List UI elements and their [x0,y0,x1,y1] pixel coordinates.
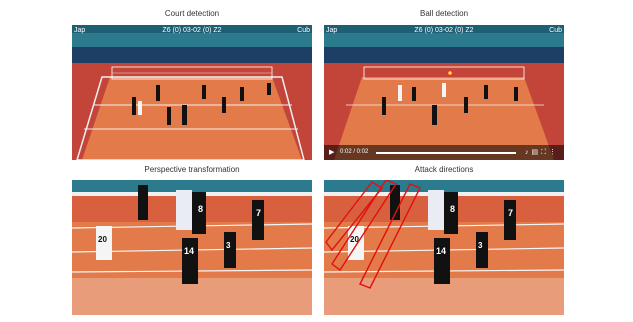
scoreboard-overlay: Jap Z6 (0) 03-02 (0) Z2 Cub [72,26,312,36]
video-controls: ▶ 0:02 / 0:02 ♪▤⛶⋮ [324,145,564,160]
jersey-number: 20 [350,235,359,244]
detected-ball-marker [447,70,453,76]
attack-direction-arrow [331,180,398,272]
jersey-number: 7 [256,208,261,218]
volume-icon[interactable]: ♪ [524,149,532,156]
captions-icon[interactable]: ▤ [531,149,542,156]
video-progress-fill [376,152,516,154]
jersey-number: 8 [198,204,203,214]
frame-perspective-transformation: 8 7 20 14 3 [72,180,312,315]
jersey-number: 7 [508,208,513,218]
frame-ball-detection: Jap Z6 (0) 03-02 (0) Z2 Cub ▶ 0:02 / 0:0… [324,25,564,160]
video-progress-bar[interactable] [376,152,516,154]
jersey-number: 14 [184,246,194,256]
jersey-number: 3 [478,241,483,250]
attack-direction-arrow [359,183,421,289]
scoreboard-overlay: Jap Z6 (0) 03-02 (0) Z2 Cub [324,26,564,36]
caption-perspective-transformation: Perspective transformation [144,165,240,174]
team-left-label: Jap [326,27,338,34]
play-icon[interactable]: ▶ [329,149,335,156]
score-label: Z6 (0) 03-02 (0) Z2 [162,27,222,34]
caption-ball-detection: Ball detection [419,9,469,18]
caption-court-detection: Court detection [164,9,220,18]
jersey-number: 14 [436,246,446,256]
frame-attack-directions: 8 7 20 14 3 [324,180,564,315]
team-right-label: Cub [549,27,562,34]
fullscreen-icon[interactable]: ⛶ [541,149,549,156]
jersey-number: 3 [226,241,231,250]
attack-direction-arrow [325,181,384,252]
court-outline-overlay [76,76,305,160]
video-time: 0:02 / 0:02 [340,149,369,155]
jersey-number: 8 [450,204,455,214]
caption-attack-directions: Attack directions [414,165,474,174]
jersey-number: 20 [98,235,107,244]
score-label: Z6 (0) 03-02 (0) Z2 [414,27,474,34]
team-left-label: Jap [74,27,86,34]
team-right-label: Cub [297,27,310,34]
frame-court-detection: Jap Z6 (0) 03-02 (0) Z2 Cub [72,25,312,160]
more-icon[interactable]: ⋮ [549,149,559,156]
